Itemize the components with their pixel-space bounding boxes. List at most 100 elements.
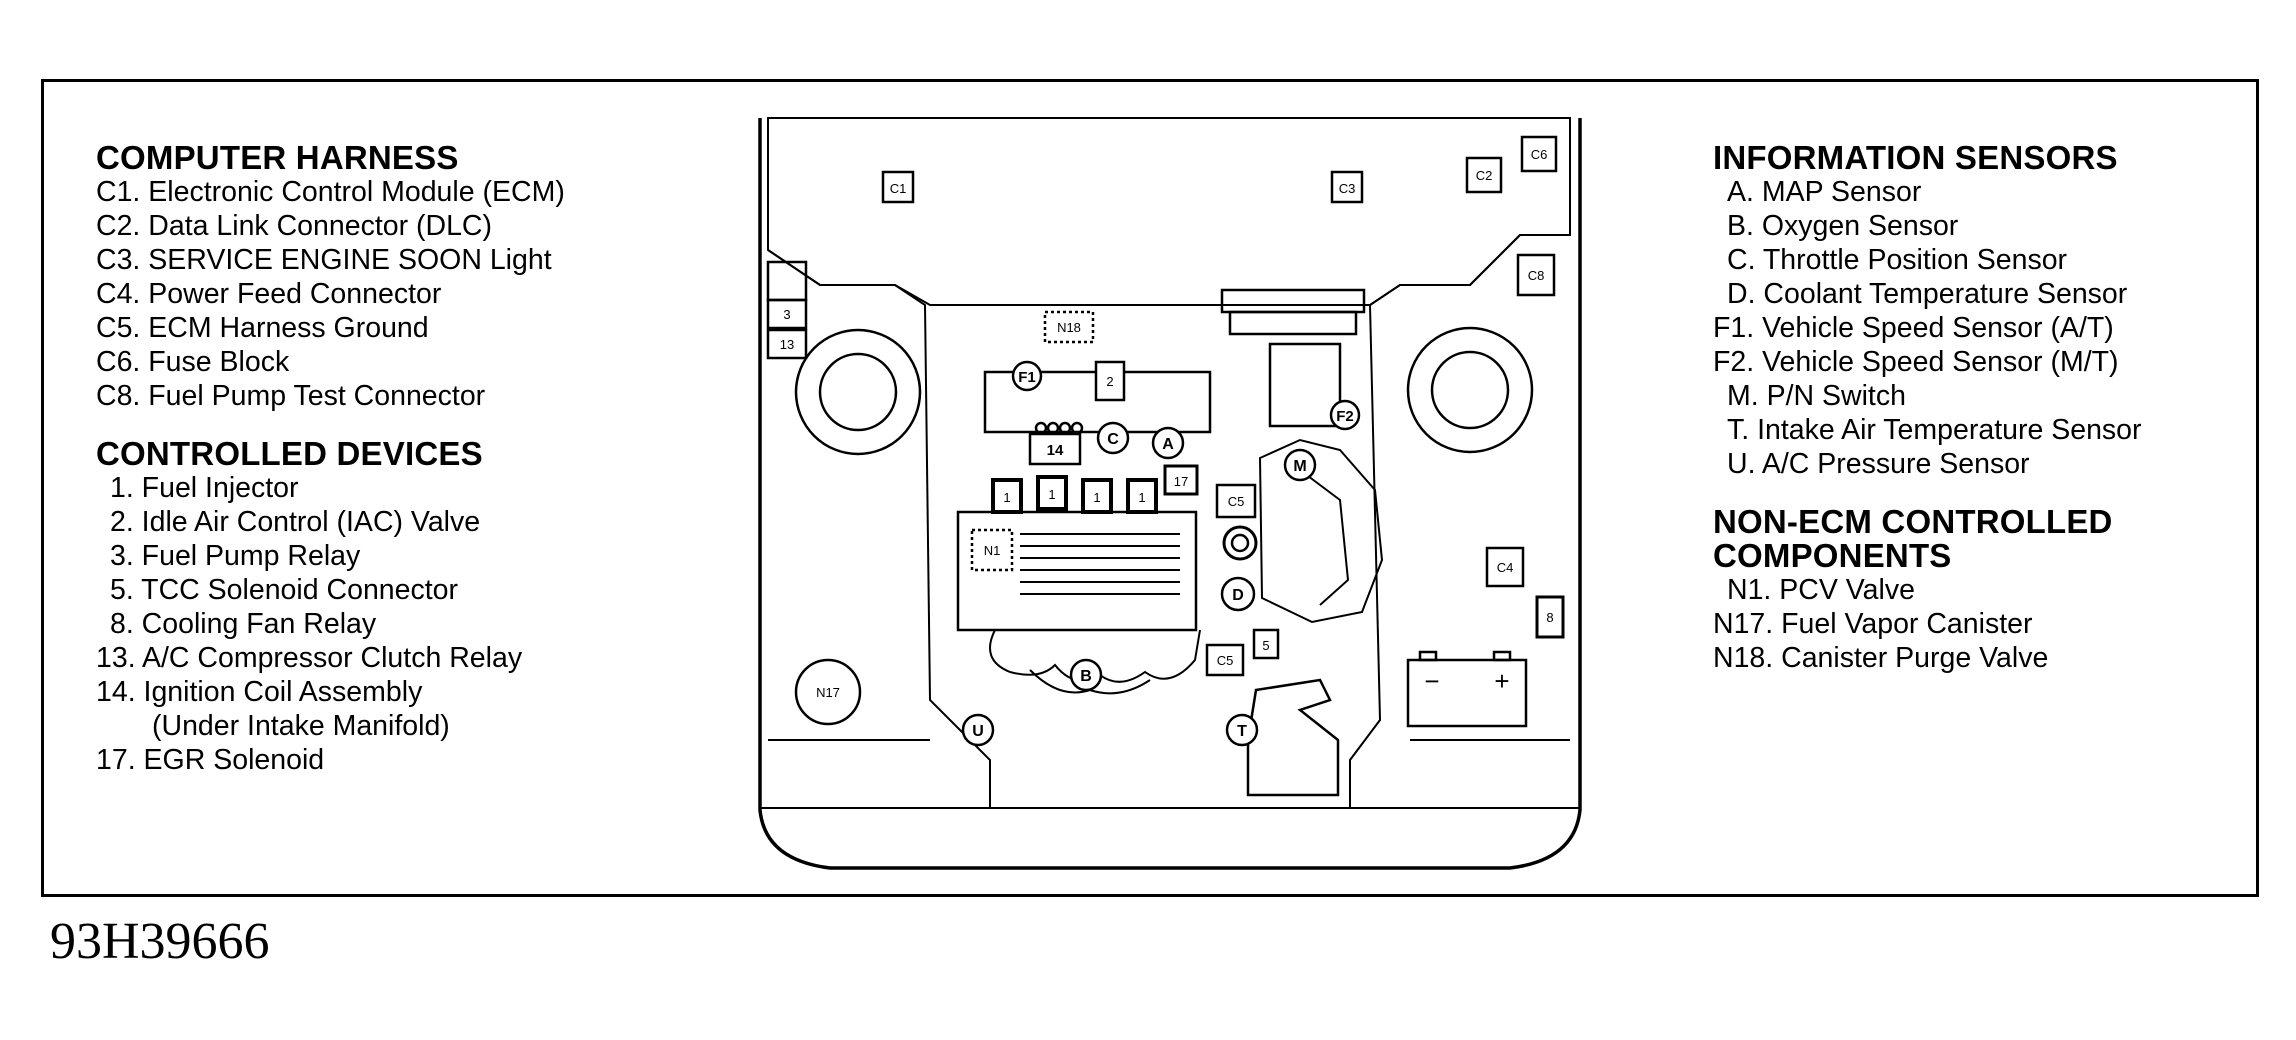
legend-item-14: 14. Ignition Coil Assembly	[96, 676, 423, 708]
legend-item-c1: C1. Electronic Control Module (ECM)	[96, 176, 565, 208]
relay-8-label: 8	[1546, 610, 1553, 625]
iac-2-box	[1094, 360, 1126, 402]
legend-item-f1: F1. Vehicle Speed Sensor (A/T)	[1713, 312, 2114, 344]
legend-item-c8: C8. Fuel Pump Test Connector	[96, 380, 486, 412]
tcc-5-label: 5	[1262, 638, 1269, 653]
battery	[1406, 658, 1528, 728]
legend-item-14-note: (Under Intake Manifold)	[152, 710, 450, 742]
n1-box	[970, 528, 1014, 572]
injector-1b-label: 1	[1048, 487, 1055, 502]
t-sensor-label: T	[1237, 723, 1247, 740]
controlled-devices-heading: CONTROLLED DEVICES	[96, 435, 483, 472]
relay-3-label: 3	[783, 307, 790, 322]
diagram-frame	[41, 79, 2259, 897]
legend-item-c4: C4. Power Feed Connector	[96, 278, 442, 310]
relay-8-box	[1535, 595, 1565, 639]
c4-label: C4	[1497, 560, 1514, 575]
figure-id: 93H39666	[50, 913, 270, 970]
f1-label: F1	[1018, 369, 1036, 386]
legend-item-u: U. A/C Pressure Sensor	[1727, 448, 2030, 480]
c5-bottom-label: C5	[1217, 653, 1234, 668]
left-strut-tower	[794, 328, 922, 456]
coil-top-1	[1034, 421, 1048, 435]
non-ecm-heading-line2: COMPONENTS	[1713, 537, 1952, 574]
legend-item-c5: C5. ECM Harness Ground	[96, 312, 429, 344]
injector-1c-label: 1	[1093, 490, 1100, 505]
tcc-5-box	[1252, 628, 1280, 660]
coil-14-label: 14	[1047, 442, 1064, 459]
injector-1b	[1036, 475, 1068, 511]
legend-item-n17: N17. Fuel Vapor Canister	[1713, 608, 2033, 640]
coil-top-3	[1058, 421, 1072, 435]
c5-bottom-box	[1205, 643, 1245, 677]
right-legend: INFORMATION SENSORS A. MAP Sensor B. Oxy…	[1713, 141, 2142, 675]
cowl-outline	[767, 117, 1571, 306]
battery-plus: +	[1494, 666, 1509, 696]
legend-item-c6: C6. Fuse Block	[96, 346, 290, 378]
c6-label: C6	[1531, 147, 1548, 162]
c2-label: C2	[1476, 168, 1493, 183]
legend-item-t: T. Intake Air Temperature Sensor	[1727, 414, 2142, 446]
egr-17-label: 17	[1174, 474, 1188, 489]
legend-item-1: 1. Fuel Injector	[110, 472, 299, 504]
m-switch-marker	[1283, 448, 1317, 482]
f1-marker	[1011, 360, 1043, 392]
c3-label: C3	[1339, 181, 1356, 196]
legend-item-c3: C3. SERVICE ENGINE SOON Light	[96, 244, 552, 276]
computer-harness-heading: COMPUTER HARNESS	[96, 139, 459, 176]
relay-3-box	[766, 298, 808, 330]
f2-label: F2	[1336, 408, 1354, 425]
legend-item-b: B. Oxygen Sensor	[1727, 210, 1959, 242]
t-sensor-marker	[1225, 713, 1259, 747]
legend-item-5: 5. TCC Solenoid Connector	[110, 574, 458, 606]
a-sensor-marker	[1151, 426, 1185, 460]
n17-canister	[794, 658, 862, 726]
c4-box	[1485, 546, 1525, 588]
u-sensor-marker	[961, 713, 995, 747]
transaxle-outline	[1258, 438, 1384, 624]
left-fender	[767, 249, 991, 808]
c5-top-label: C5	[1228, 494, 1245, 509]
c-sensor-label: C	[1107, 431, 1119, 448]
transaxle-ribs	[1299, 469, 1350, 606]
legend-item-n18: N18. Canister Purge Valve	[1713, 642, 2049, 674]
manifold-fins	[1020, 533, 1180, 595]
b-sensor-marker	[1069, 658, 1103, 692]
legend-item-3: 3. Fuel Pump Relay	[110, 540, 361, 572]
legend-item-c2: C2. Data Link Connector (DLC)	[96, 210, 492, 242]
legend-item-c: C. Throttle Position Sensor	[1727, 244, 2068, 276]
left-strut-inner	[818, 352, 898, 432]
a-sensor-label: A	[1162, 436, 1174, 453]
coil-14-box	[1028, 432, 1082, 466]
body-outline	[758, 118, 1582, 870]
relay-13-label: 13	[780, 337, 794, 352]
air-duct	[1268, 342, 1342, 428]
coil-top-2	[1046, 421, 1060, 435]
n18-label: N18	[1057, 320, 1081, 335]
battery-post-pos	[1492, 650, 1512, 662]
coil-top-4	[1070, 421, 1084, 435]
d-sensor-marker	[1220, 576, 1256, 612]
c1-box	[881, 170, 915, 204]
egr-17-box	[1163, 464, 1199, 496]
legend-item-8: 8. Cooling Fan Relay	[110, 608, 377, 640]
legend-item-m: M. P/N Switch	[1727, 380, 1906, 412]
n1-label: N1	[984, 543, 1001, 558]
c1-label: C1	[890, 181, 907, 196]
right-strut-inner	[1430, 350, 1510, 430]
relay-top-box	[766, 260, 808, 302]
c3-box	[1330, 170, 1364, 204]
c6-box	[1520, 135, 1558, 173]
legend-item-13: 13. A/C Compressor Clutch Relay	[96, 642, 523, 674]
iac-2-label: 2	[1106, 374, 1113, 389]
n18-box	[1043, 310, 1095, 344]
injector-1a-label: 1	[1003, 490, 1010, 505]
intake-duct	[1246, 678, 1340, 797]
right-fender	[1349, 234, 1570, 808]
thermostat-inner	[1230, 533, 1250, 553]
relay-13-box	[766, 328, 808, 360]
injector-1d-label: 1	[1138, 490, 1145, 505]
information-sensors-heading: INFORMATION SENSORS	[1713, 139, 2118, 176]
b-sensor-label: B	[1080, 668, 1092, 685]
legend-item-a: A. MAP Sensor	[1727, 176, 1922, 208]
